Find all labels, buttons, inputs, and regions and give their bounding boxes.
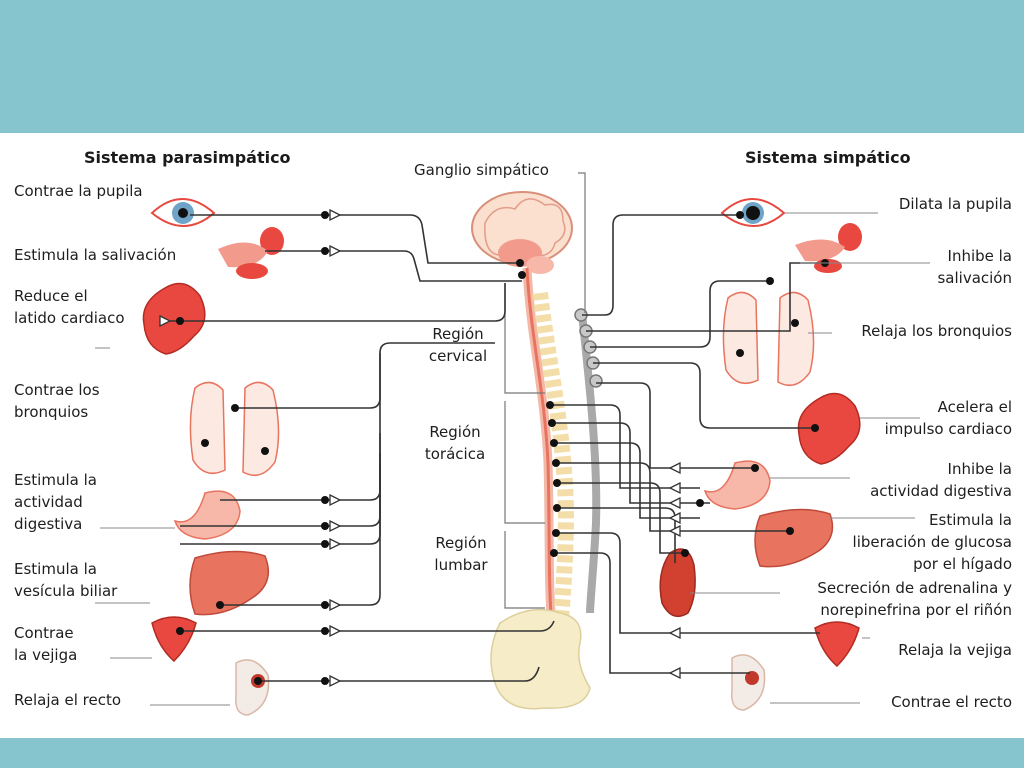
bottom-band (0, 738, 1024, 768)
sym-label-liver: Estimula la liberación de glucosa por el… (852, 511, 1012, 573)
region-cervical-label: Región cervical (428, 325, 488, 365)
right-heart-organ (797, 392, 861, 465)
right-liver-organ (754, 508, 834, 568)
parasympathetic-title: Sistema parasimpático (84, 148, 291, 167)
sympathetic-nerves (546, 211, 829, 680)
left-lungs-organ (189, 381, 280, 477)
sym-label-saliva: Inhibe la salivación (937, 247, 1012, 287)
nervous-system-diagram: Sistema parasimpático Sistema simpático … (0, 133, 1024, 738)
para-label-gallbladder: Estimula la vesícula biliar (14, 560, 118, 600)
right-rectum-organ (731, 654, 766, 711)
spinal-cord (522, 267, 575, 634)
leader-lines (95, 212, 930, 706)
sympathetic-chain (574, 308, 603, 614)
right-eye-organ (720, 198, 786, 227)
left-eye-organ (150, 198, 216, 227)
right-kidney-organ (659, 548, 696, 618)
para-label-heart: Reduce el latido cardiaco (14, 287, 125, 327)
diagram-graphics (95, 172, 930, 716)
right-stomach-organ (703, 460, 771, 510)
left-rectum-organ (235, 659, 270, 716)
left-stomach-organ (173, 490, 241, 540)
ganglion-label: Ganglio simpático (414, 161, 549, 179)
pelvis (490, 608, 591, 710)
para-label-rectum: Relaja el recto (14, 691, 121, 709)
sym-label-bronchi: Relaja los bronquios (861, 322, 1012, 340)
para-label-saliva: Estimula la salivación (14, 246, 177, 264)
region-lumbar-label: Región lumbar (434, 534, 488, 574)
para-label-bladder: Contrae la vejiga (14, 624, 78, 664)
sym-label-heart: Acelera el impulso cardiaco (884, 398, 1012, 438)
right-salivary-organ (795, 223, 862, 273)
sym-label-kidney: Secreción de adrenalina y norepinefrina … (817, 579, 1012, 619)
left-liver-organ (189, 550, 270, 616)
left-heart-organ (142, 282, 206, 355)
top-band (0, 0, 1024, 133)
left-bladder-organ (151, 616, 197, 663)
sympathetic-title: Sistema simpático (745, 148, 911, 167)
parasympathetic-nerves (159, 208, 555, 688)
sym-label-rectum: Contrae el recto (891, 693, 1012, 711)
left-salivary-organ (218, 227, 284, 279)
right-bladder-organ (814, 621, 860, 668)
sym-label-bladder: Relaja la vejiga (898, 641, 1012, 659)
para-label-digestion: Estimula la actividad digestiva (14, 471, 97, 533)
brain (471, 191, 573, 274)
sym-label-digestion: Inhibe la actividad digestiva (870, 460, 1012, 500)
para-label-bronchi: Contrae los bronquios (14, 381, 100, 421)
region-brackets (504, 172, 586, 609)
right-lungs-organ (722, 291, 815, 387)
sym-label-pupil: Dilata la pupila (898, 195, 1012, 213)
region-thoracic-label: Región torácica (424, 423, 486, 463)
para-label-pupil: Contrae la pupila (14, 182, 143, 200)
